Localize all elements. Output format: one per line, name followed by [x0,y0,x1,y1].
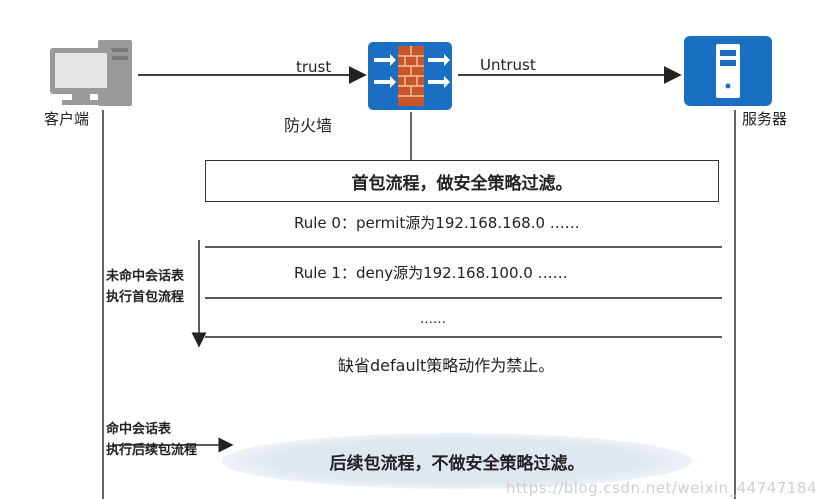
subsequent-packet-ellipse: 后续包流程，不做安全策略过滤。 [222,433,692,489]
client-label: 客户端 [44,110,90,128]
server-label: 服务器 [742,110,788,128]
rule-ellipsis: …… [420,312,446,327]
first-packet-box: 首包流程，做安全策略过滤。 [205,160,719,202]
default-rule-text: 缺省default策略动作为禁止。 [338,356,555,375]
subsequent-packet-text: 后续包流程，不做安全策略过滤。 [329,453,585,474]
session-hit-line2: 执行后续包流程 [106,443,198,458]
rule-0-text: Rule 0：permit源为192.168.168.0 …… [294,214,580,232]
firewall-label: 防火墙 [284,116,333,135]
trust-link-label: trust [296,58,332,76]
untrust-link-label: Untrust [480,56,536,74]
session-miss-line2: 执行首包流程 [106,290,185,305]
first-packet-text: 首包流程，做安全策略过滤。 [351,173,573,194]
session-hit-line1: 命中会话表 [106,422,172,437]
watermark-text: https://blog.csdn.net/weixin_44747184 [505,479,817,497]
firewall-icon [368,42,452,110]
session-miss-line1: 未命中会话表 [106,269,185,284]
rule-1-text: Rule 1：deny源为192.168.100.0 …… [294,264,568,282]
server-icon [684,36,772,106]
pc-icon [50,40,132,106]
